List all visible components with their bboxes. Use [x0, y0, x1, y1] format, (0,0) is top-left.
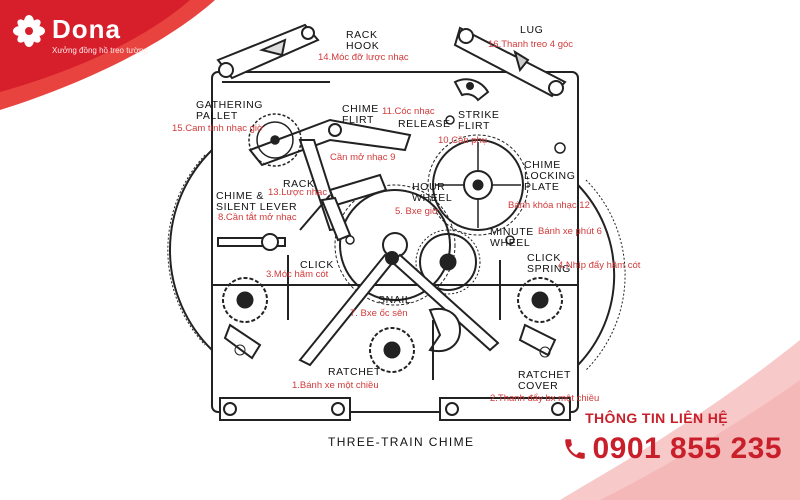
bottom-left-bar	[219, 397, 351, 421]
label-snail: SNAIL	[378, 294, 411, 306]
strike-flirt	[453, 78, 490, 102]
corner-decoration-top-left	[0, 0, 215, 110]
screws	[345, 115, 566, 245]
vi-label-7: 7. Bxe ốc sên	[350, 308, 408, 319]
vi-label-4: 4.Nhíp đẩy hãm cót	[558, 260, 641, 271]
gathering-pallet	[248, 113, 302, 167]
vi-label-13: 13.Lược nhạc	[268, 187, 327, 198]
vi-label-3: 3.Móc hãm cót	[266, 269, 329, 280]
bottom-right-bar	[439, 397, 571, 421]
label-rack: RACK	[283, 178, 315, 190]
label-release: RELEASE	[398, 118, 451, 130]
vi-label-14: 14.Móc đỡ lược nhạc	[318, 52, 409, 63]
minute-wheel	[415, 229, 481, 295]
contact-info: THÔNG TIN LIÊN HỆ 0901 855 235	[530, 410, 790, 490]
label-lug: LUG	[520, 24, 543, 36]
contact-phone[interactable]: 0901 855 235	[565, 432, 782, 466]
label-ratchet: RATCHET	[328, 366, 381, 378]
corner-decoration-bottom-right	[560, 340, 800, 500]
vi-label-12: Bánh khóa nhạc 12	[508, 200, 590, 211]
vi-label-8: 8.Cần tắt mở nhạc	[218, 212, 297, 223]
chime-locking-plate	[427, 134, 529, 236]
hour-wheel	[334, 184, 456, 306]
brand-logo[interactable]: Dona Xưởng đồng hồ treo tường	[10, 8, 170, 58]
click-springs	[287, 255, 501, 380]
vi-label-6: Bánh xe phút 6	[538, 226, 602, 237]
phone-icon	[565, 439, 586, 459]
vi-label-10: 10.Cần phụ	[438, 135, 487, 146]
vi-label-9: Cần mở nhạc 9	[330, 152, 395, 163]
brand-name: Dona	[52, 14, 121, 44]
diagram-caption: THREE-TRAIN CHIME	[328, 435, 474, 449]
vi-label-11: 11.Cóc nhạc	[382, 106, 435, 117]
brand-tagline: Xưởng đồng hồ treo tường	[52, 46, 148, 55]
left-large-gear	[167, 149, 213, 351]
movement-frame	[211, 71, 579, 413]
snail-and-hands	[298, 251, 500, 367]
lug-lever	[453, 26, 567, 98]
vi-label-5: 5. Bxe giờ	[395, 206, 438, 217]
chime-silent-lever	[217, 233, 286, 251]
vietnamese-labels: 14.Móc đỡ lược nhạc 16.Thanh treo 4 góc …	[172, 39, 641, 404]
right-ratchet	[517, 277, 563, 358]
label-chime-silent-lever: CHIME &SILENT LEVER	[216, 190, 297, 213]
right-large-gear	[577, 179, 626, 371]
rack-hook-lever	[216, 23, 320, 80]
left-ratchet	[222, 277, 268, 360]
phone-number: 0901 855 235	[592, 432, 782, 465]
contact-title: THÔNG TIN LIÊN HỆ	[585, 410, 728, 426]
vi-label-1: 1.Bánh xe một chiều	[292, 380, 379, 391]
rack	[299, 173, 388, 242]
vi-label-15: 15.Cam tính nhạc giờ	[172, 123, 263, 134]
vi-label-16: 16.Thanh treo 4 góc	[488, 39, 573, 50]
vi-label-2: 2.Thanh đẩy bx một chiều	[490, 393, 599, 404]
label-click: CLICK	[300, 259, 334, 271]
flower-logo-icon	[13, 15, 45, 47]
center-ratchet	[369, 327, 415, 373]
